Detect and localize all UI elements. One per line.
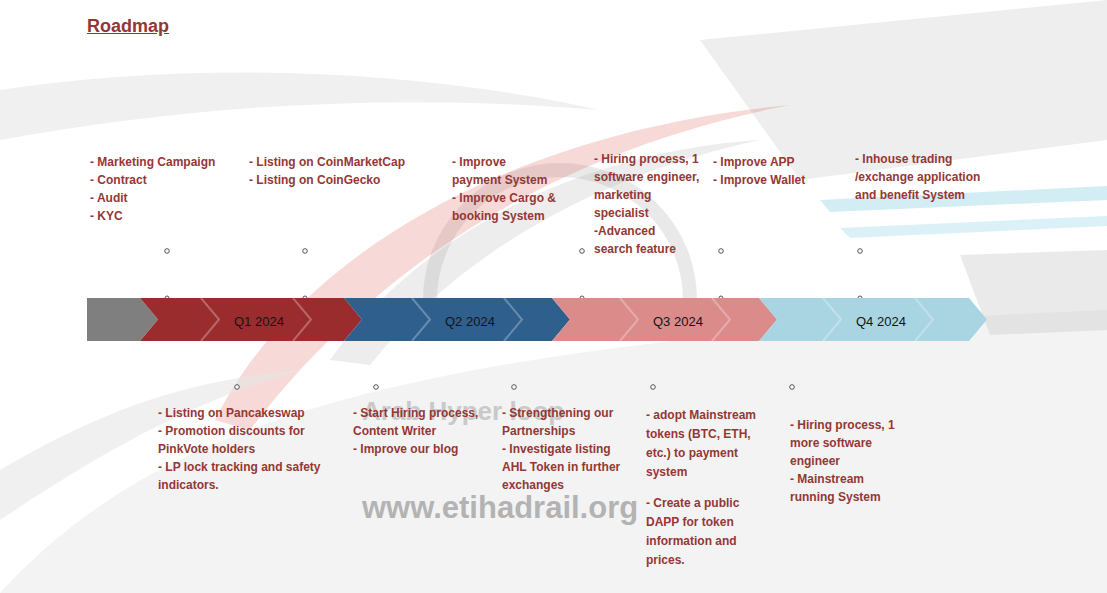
milestone-item: - adopt Mainstream tokens (BTC, ETH, etc…: [646, 406, 776, 482]
milestone-column: - Start Hiring process, Content Writer- …: [353, 404, 498, 458]
milestone-item: - Improve Wallet: [713, 171, 843, 189]
chevron-divider: [201, 298, 219, 341]
milestone-item: - Create a public DAPP for token informa…: [646, 494, 756, 570]
milestone-item: - Hiring process, 1 more software engine…: [790, 416, 910, 470]
milestone-item: - LP lock tracking and safety indicators…: [158, 458, 336, 494]
quarter-band: Q3 2024: [552, 298, 777, 341]
milestone-item: - Inhouse trading /exchange application …: [855, 150, 981, 204]
milestone-column: - Hiring process, 1 software engineer, m…: [594, 150, 704, 258]
milestone-column: - adopt Mainstream tokens (BTC, ETH, etc…: [646, 406, 776, 582]
milestone-item: - Improve our blog: [353, 440, 498, 458]
milestone-column: - Improve payment System- Improve Cargo …: [452, 153, 564, 225]
chevron-divider: [712, 298, 730, 341]
milestone-item: - Listing on CoinGecko: [249, 171, 444, 189]
quarter-label: Q4 2024: [856, 314, 906, 329]
chevron-fill: [552, 298, 777, 341]
milestone-item: - Strengthening our Partnerships: [502, 404, 634, 440]
chevron-divider: [915, 298, 933, 341]
milestone-column: - Hiring process, 1 more software engine…: [790, 416, 910, 506]
milestone-item: - Listing on CoinMarketCap: [249, 153, 444, 171]
milestone-item: - Improve Cargo & booking System: [452, 189, 564, 225]
chevron-divider: [412, 298, 430, 341]
milestone-item: - Investigate listing AHL Token in furth…: [502, 440, 638, 494]
milestone-item: -Advanced search feature: [594, 222, 694, 258]
milestone-column: - Inhouse trading /exchange application …: [855, 150, 981, 204]
milestone-item: - Mainstream running System: [790, 470, 902, 506]
chevron-divider: [504, 298, 522, 341]
milestone-item: - Hiring process, 1 software engineer, m…: [594, 150, 704, 222]
chevron-fill: [759, 298, 987, 341]
marker-dots: [165, 249, 863, 390]
watermark: www.etihadrail.org: [362, 490, 638, 526]
quarter-label: Q1 2024: [234, 314, 284, 329]
milestone-item: - Audit: [90, 189, 240, 207]
milestone-column: - Listing on Pancakeswap- Promotion disc…: [158, 404, 336, 494]
milestone-item: - Improve payment System: [452, 153, 556, 189]
milestone-column: - Improve APP- Improve Wallet: [713, 153, 843, 189]
milestone-item: - Start Hiring process, Content Writer: [353, 404, 498, 440]
quarter-band: Q1 2024: [140, 298, 362, 341]
chevron-divider: [293, 298, 311, 341]
milestone-column: - Strengthening our Partnerships- Invest…: [502, 404, 638, 494]
quarter-label: Q3 2024: [653, 314, 703, 329]
milestone-column: - Marketing Campaign- Contract- Audit- K…: [90, 153, 240, 225]
chevron-divider: [620, 298, 638, 341]
milestone-item: - Improve APP: [713, 153, 843, 171]
quarter-band: Q2 2024: [344, 298, 570, 341]
chevron-fill: [140, 298, 362, 341]
milestone-column: - Listing on CoinMarketCap- Listing on C…: [249, 153, 444, 189]
chevron-divider: [823, 298, 841, 341]
milestone-item: - Promotion discounts for PinkVote holde…: [158, 422, 336, 458]
milestone-item: - Marketing Campaign: [90, 153, 240, 171]
milestone-item: - Listing on Pancakeswap: [158, 404, 336, 422]
quarter-label: Q2 2024: [445, 314, 495, 329]
milestone-item: - Contract: [90, 171, 240, 189]
page-title: Roadmap: [87, 16, 169, 37]
chevron-fill: [344, 298, 570, 341]
milestone-item: - KYC: [90, 207, 240, 225]
quarter-band: Q4 2024: [759, 298, 987, 341]
